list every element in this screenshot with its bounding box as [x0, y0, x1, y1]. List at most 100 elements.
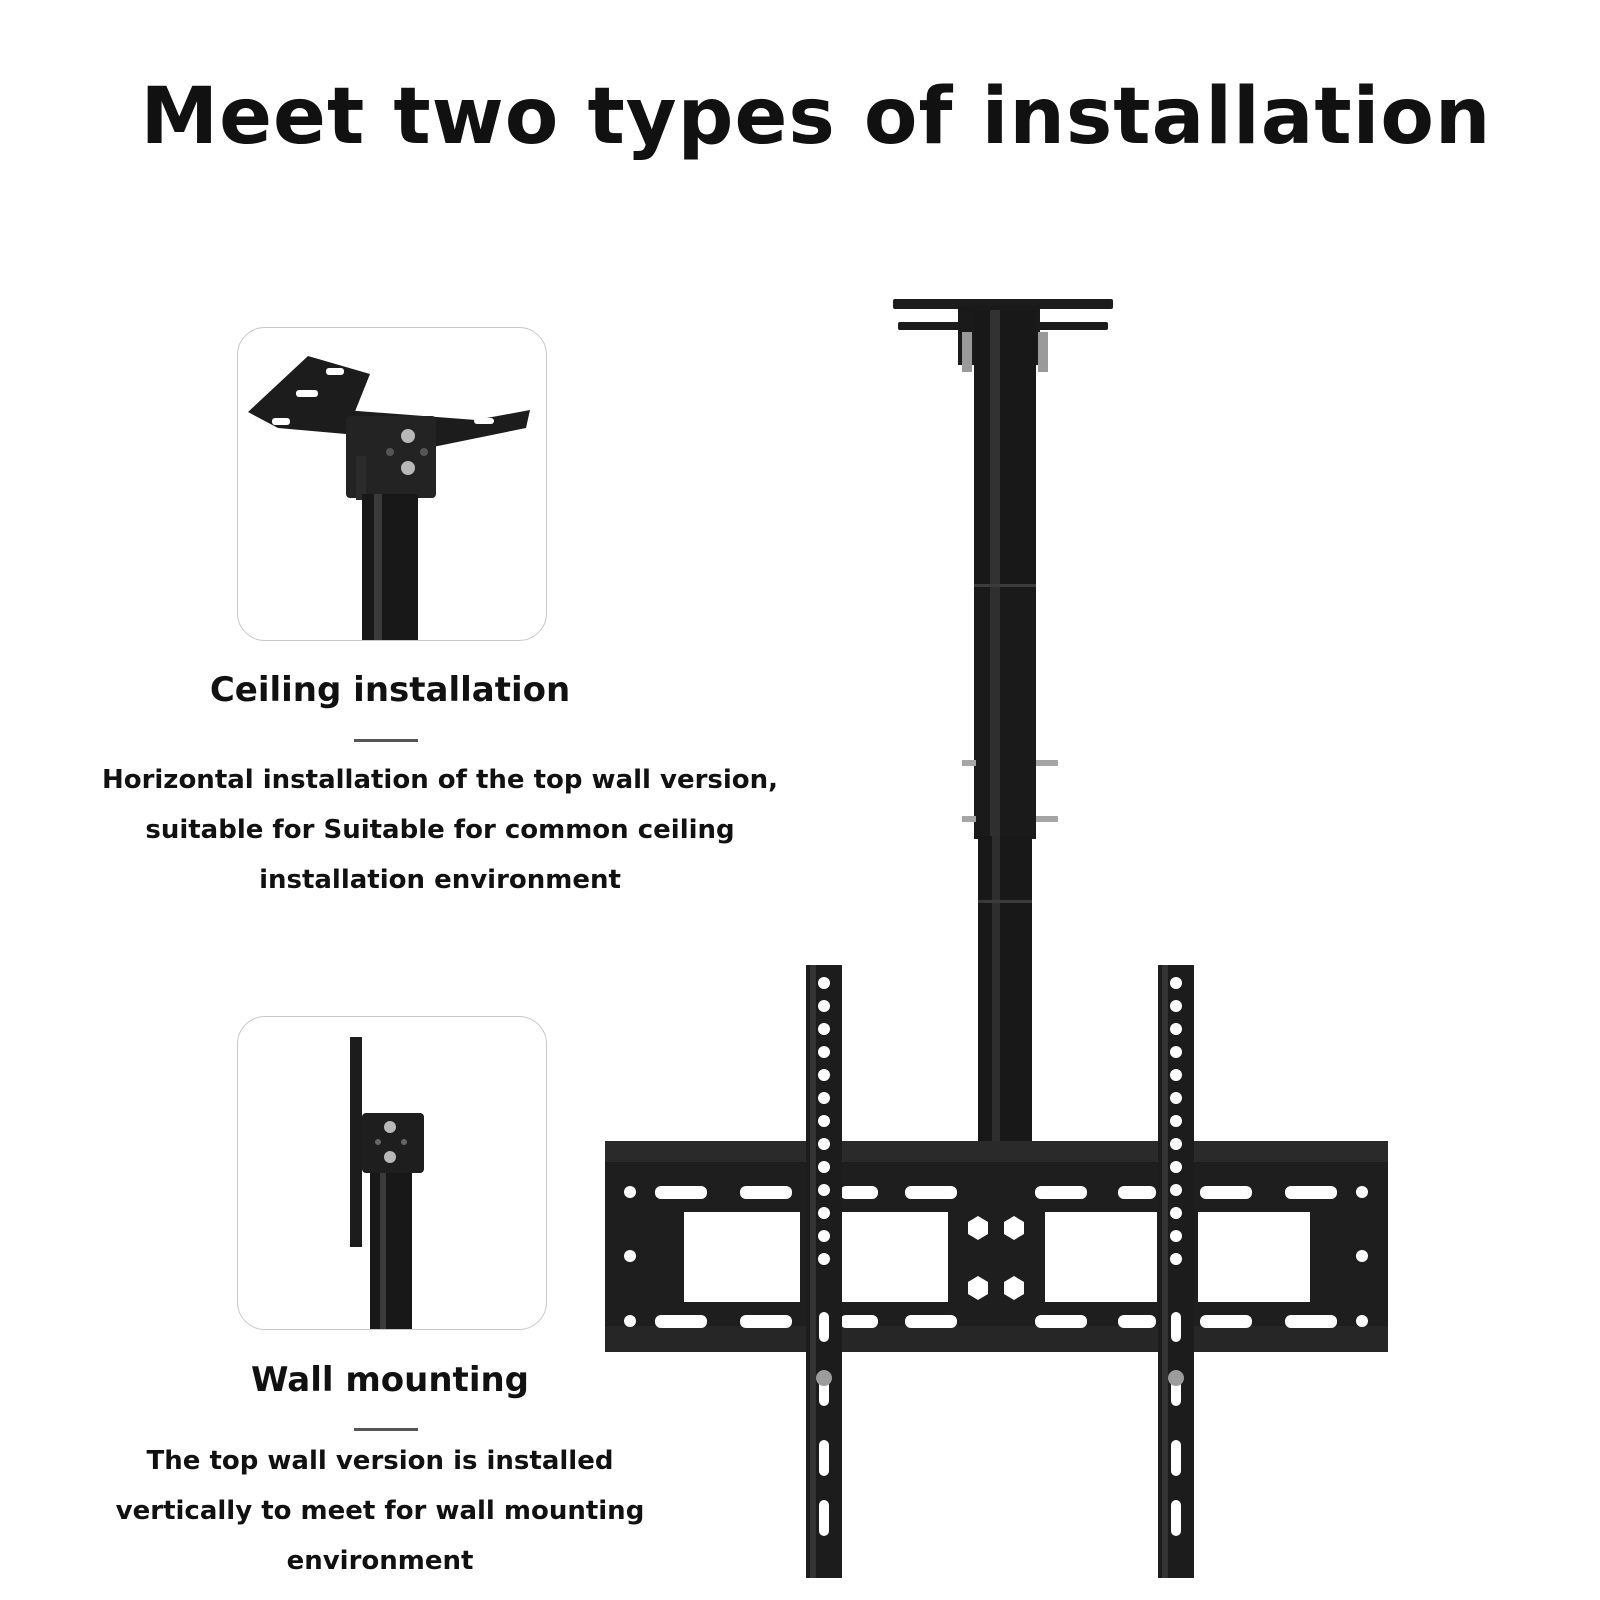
frame-slot: [905, 1186, 957, 1199]
arm-hole: [1170, 1138, 1182, 1150]
arm-hole: [818, 977, 830, 989]
arm-hole: [1170, 977, 1182, 989]
hub-plate: [362, 1113, 424, 1173]
frame-bottom-rail: [605, 1326, 1388, 1352]
pole-joint: [978, 900, 1032, 903]
frame-window: [1045, 1212, 1157, 1302]
frame-windows: [624, 1212, 1368, 1302]
frame-slot: [1118, 1186, 1156, 1199]
frame-hole: [624, 1186, 636, 1198]
pole-joint: [974, 584, 1036, 587]
frame-bottom-slots: [624, 1315, 1368, 1328]
pole-highlight: [990, 310, 1000, 590]
arm-slot: [1171, 1440, 1181, 1476]
arm-highlight: [810, 965, 816, 1578]
ceiling-divider: [354, 739, 418, 742]
headline: Meet two types of installation: [140, 72, 1492, 162]
arm-hole: [1170, 1092, 1182, 1104]
frame-window: [842, 1212, 948, 1302]
hex-hole: [1004, 1216, 1024, 1240]
clamp-bolt-icon: [962, 332, 972, 372]
arm-hole: [818, 1000, 830, 1012]
slot-hole: [474, 418, 494, 424]
slot-hole: [296, 390, 318, 397]
arm-hole: [818, 1023, 830, 1035]
description-line: The top wall version is installed: [146, 1446, 614, 1476]
ceiling-detail-image: [237, 327, 547, 641]
wall-plate: [350, 1037, 362, 1247]
arm-slot: [1171, 1500, 1181, 1536]
slot-hole: [272, 418, 290, 425]
frame-slot: [1285, 1186, 1337, 1199]
bolt-icon: [384, 1121, 396, 1133]
wall-description: The top wall version is installed vertic…: [80, 1436, 680, 1586]
description-line: suitable for Suitable for common ceiling: [145, 815, 735, 845]
frame-window: [1198, 1212, 1310, 1302]
arm-slot: [819, 1312, 829, 1342]
arm-bolt-icon: [1168, 1370, 1184, 1386]
arm-slot: [819, 1440, 829, 1476]
arm-slot: [1171, 1380, 1181, 1406]
pole-highlight: [380, 1173, 386, 1329]
arm-hole: [1170, 1115, 1182, 1127]
adjust-bolt-icon: [962, 760, 976, 766]
frame-slot: [740, 1315, 792, 1328]
arm-hole: [818, 1092, 830, 1104]
arm-hole: [1170, 1000, 1182, 1012]
frame-hole: [1356, 1186, 1368, 1198]
frame-slot: [740, 1186, 792, 1199]
frame-slot: [840, 1186, 878, 1199]
hex-hole: [1004, 1276, 1024, 1300]
ceiling-bracket-illustration: [248, 356, 530, 640]
bolt-icon: [384, 1151, 396, 1163]
frame-window: [684, 1212, 800, 1302]
arm-slot: [1171, 1312, 1181, 1342]
bolt-hole: [401, 1139, 407, 1145]
ceiling-title: Ceiling installation: [209, 670, 571, 710]
arm-hole: [1170, 1184, 1182, 1196]
arm-slot: [819, 1380, 829, 1406]
arm-hole: [1170, 1207, 1182, 1219]
pole-lower: [978, 836, 1032, 1141]
arm-hole: [818, 1115, 830, 1127]
frame-slot: [1200, 1186, 1252, 1199]
pole-upper: [974, 310, 1036, 590]
pole-middle: [974, 587, 1036, 839]
pole: [362, 494, 418, 640]
frame-top-slots: [624, 1186, 1368, 1199]
hex-hole: [968, 1216, 988, 1240]
arm-hole: [818, 1230, 830, 1242]
frame-hole: [1356, 1250, 1368, 1262]
arm-hole: [1170, 1230, 1182, 1242]
pole-highlight: [992, 836, 1000, 1141]
left-arm-holes: [818, 977, 830, 1536]
arm-hole: [818, 1207, 830, 1219]
bolt-hole: [420, 448, 428, 456]
arm-hole: [1170, 1253, 1182, 1265]
arm-hole: [818, 1046, 830, 1058]
wall-detail-image: [237, 1016, 547, 1330]
arm-hole: [818, 1161, 830, 1173]
arm-hole: [1170, 1069, 1182, 1081]
arm-hole: [818, 1138, 830, 1150]
frame-slot: [1035, 1186, 1087, 1199]
right-arm-holes: [1170, 977, 1182, 1536]
adjust-bolt-icon: [1036, 816, 1058, 822]
bolt-hole: [386, 448, 394, 456]
frame-slot: [1200, 1315, 1252, 1328]
frame-slot: [655, 1315, 707, 1328]
ceiling-plate-top: [893, 299, 1113, 309]
arm-highlight: [1162, 965, 1168, 1578]
description-line: installation environment: [259, 865, 621, 895]
wall-bracket-illustration: [350, 1037, 424, 1329]
arm-hole: [818, 1069, 830, 1081]
arm-hole: [818, 1184, 830, 1196]
frame-slot: [655, 1186, 707, 1199]
description-line: environment: [286, 1546, 474, 1576]
wall-divider: [354, 1428, 418, 1431]
frame-slot: [1035, 1315, 1087, 1328]
pole-highlight: [374, 494, 382, 640]
adjust-bolt-icon: [1036, 760, 1058, 766]
frame-slot: [840, 1315, 878, 1328]
